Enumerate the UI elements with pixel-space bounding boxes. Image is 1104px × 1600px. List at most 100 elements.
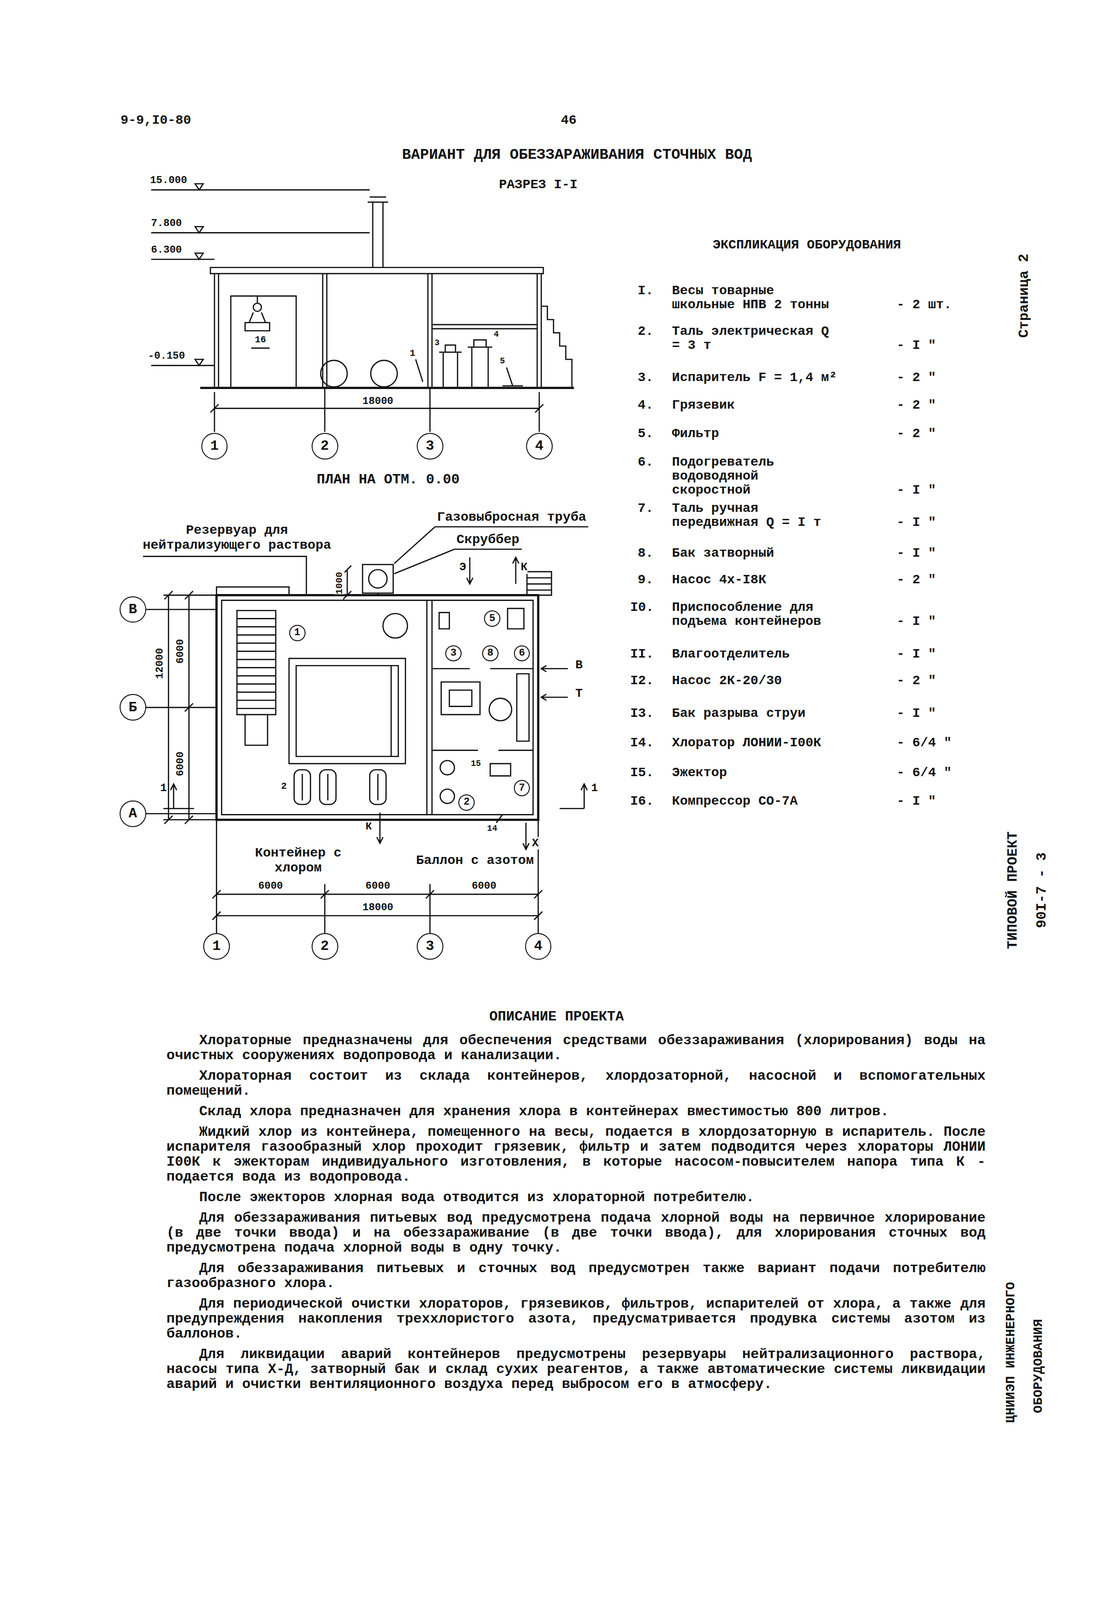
drawing-label: К [365, 821, 372, 834]
axis-bubble: Б [119, 694, 147, 721]
table-quantity: - 2 " [896, 370, 936, 385]
description-paragraph: Жидкий хлор из контейнера, помещенного н… [166, 1125, 986, 1185]
section-heading: ОПИСАНИЕ ПРОЕКТА [489, 1009, 624, 1026]
table-quantity: - I " [896, 794, 936, 809]
drawing-label: 6000 [471, 880, 497, 893]
drawing-label: 2 [281, 781, 287, 792]
chlorine-container [320, 360, 348, 388]
table-number: I0. [630, 600, 654, 615]
drawing-label: 3 [434, 338, 440, 349]
chlorine-container [370, 360, 398, 388]
table-name: Эжектор [671, 766, 843, 781]
drawing-label: 1000 [333, 571, 345, 595]
table-name: Влагоотделитель [671, 647, 843, 662]
drawing-label: ПЛАН НА ОТМ. 0.00 [316, 471, 460, 489]
table-number: I. [637, 284, 654, 299]
margin-note: ОБОРУДОВАНИЯ [1031, 1319, 1047, 1414]
table-number: 5. [637, 427, 654, 442]
table-quantity: - I " [896, 647, 936, 662]
drawing-label: Контейнер с хлором [227, 846, 369, 877]
node-text: 6 [518, 648, 525, 659]
description-paragraph: Склад хлора предназначен для хранения хл… [166, 1104, 986, 1120]
table-name: Компрессор СО-7А [671, 794, 843, 809]
drawing-label: 6000 [174, 639, 187, 664]
equipment-circle [440, 761, 455, 776]
node-text: 2 [320, 939, 329, 954]
node-text: 3 [425, 939, 435, 954]
table-number: I6. [630, 794, 654, 809]
drawing-label: 18000 [362, 902, 394, 914]
drawing-label: 15.000 [149, 174, 187, 187]
table-quantity: - 2 " [896, 674, 936, 689]
drawing-label: Х [531, 837, 539, 851]
flow-arrows [377, 557, 569, 850]
table-number: II. [630, 647, 654, 662]
drawing-label: ЭКСПЛИКАЦИЯ ОБОРУДОВАНИЯ [712, 237, 901, 253]
table-quantity: - I " [896, 483, 936, 498]
outer-wall [216, 595, 539, 820]
dimension-lines [212, 819, 543, 934]
drawing-label: Скруббер [456, 532, 520, 548]
drawing-label: 14 [487, 824, 498, 834]
outside-stair [541, 306, 573, 389]
table-quantity: - I " [896, 614, 936, 629]
callout-circle: 5 [484, 610, 501, 627]
node-text: 5 [489, 613, 496, 625]
dimension-lines [342, 565, 378, 600]
exhaust-stack [367, 197, 389, 268]
description-paragraph: Хлораторные предназначены для обеспечени… [166, 1033, 986, 1064]
drawing-label: 1 [591, 782, 598, 796]
axis-bubble: 3 [416, 433, 444, 460]
table-name: Насос 2К-20/30 [671, 674, 843, 689]
drawing-label: 12000 [154, 648, 167, 680]
callout-circle: 3 [445, 645, 462, 663]
node-text: 2 [320, 439, 329, 454]
table-name: Испаритель F = 1,4 м² [671, 370, 843, 385]
node-text: А [128, 806, 137, 821]
table-name: Таль ручная передвижная Q = I т [671, 501, 843, 530]
table-quantity: - I " [896, 338, 936, 353]
description-paragraph: Хлораторная состоит из склада контейнеро… [166, 1068, 986, 1099]
crane-frame [230, 296, 297, 389]
drawing-label: 4 [493, 329, 499, 340]
table-quantity: - 2 " [896, 427, 936, 442]
table-name: Фильтр [671, 427, 843, 442]
equipment-circle [383, 613, 408, 639]
drawing-label: К [520, 561, 528, 575]
callout-circle: 1 [289, 625, 306, 642]
drawing-group [142, 183, 589, 934]
drawing-label: Баллон с азотом [404, 853, 545, 869]
node-text: 1 [293, 627, 300, 639]
table-quantity: - 2 " [896, 573, 936, 588]
partitions [427, 600, 534, 815]
drawing-label: 9-9,I0-80 [120, 113, 192, 129]
elevation-lines [151, 190, 371, 366]
axis-bubble: 3 [416, 933, 444, 961]
description-paragraph: Для ликвидации аварий контейнеров предус… [166, 1347, 986, 1393]
margin-note: 90I-7 - 3 [1033, 852, 1050, 929]
table-number: 4. [637, 398, 654, 413]
description-paragraph: Для периодической очистки хлораторов, гр… [166, 1296, 986, 1342]
node-text: 1 [212, 939, 221, 954]
neutralising-tank [289, 658, 406, 764]
scrubber [362, 564, 394, 594]
axis-bubble: А [119, 800, 147, 828]
node-text: 2 [463, 797, 470, 808]
table-number: I4. [630, 736, 654, 751]
drawing-label: 1 [160, 782, 167, 796]
equipment [439, 608, 529, 777]
node-text: 3 [425, 439, 435, 454]
table-number: 2. [637, 324, 654, 339]
table-name: Грязевик [671, 398, 843, 413]
callout-circle: 2 [458, 794, 475, 812]
drawing-label: -0.150 [148, 350, 186, 363]
node-text: В [128, 602, 137, 617]
axis-lines [146, 609, 217, 814]
node-text: Б [128, 700, 137, 715]
table-number: 7. [637, 501, 654, 516]
margin-note: Страница 2 [1016, 254, 1033, 339]
table-name: Бак разрыва струи [671, 706, 843, 721]
description-paragraph: Для обеззараживания питьевых и сточных в… [166, 1261, 986, 1292]
drawing-label: РАЗРЕЗ I-I [498, 177, 578, 193]
drawing-label: 15 [470, 759, 482, 770]
